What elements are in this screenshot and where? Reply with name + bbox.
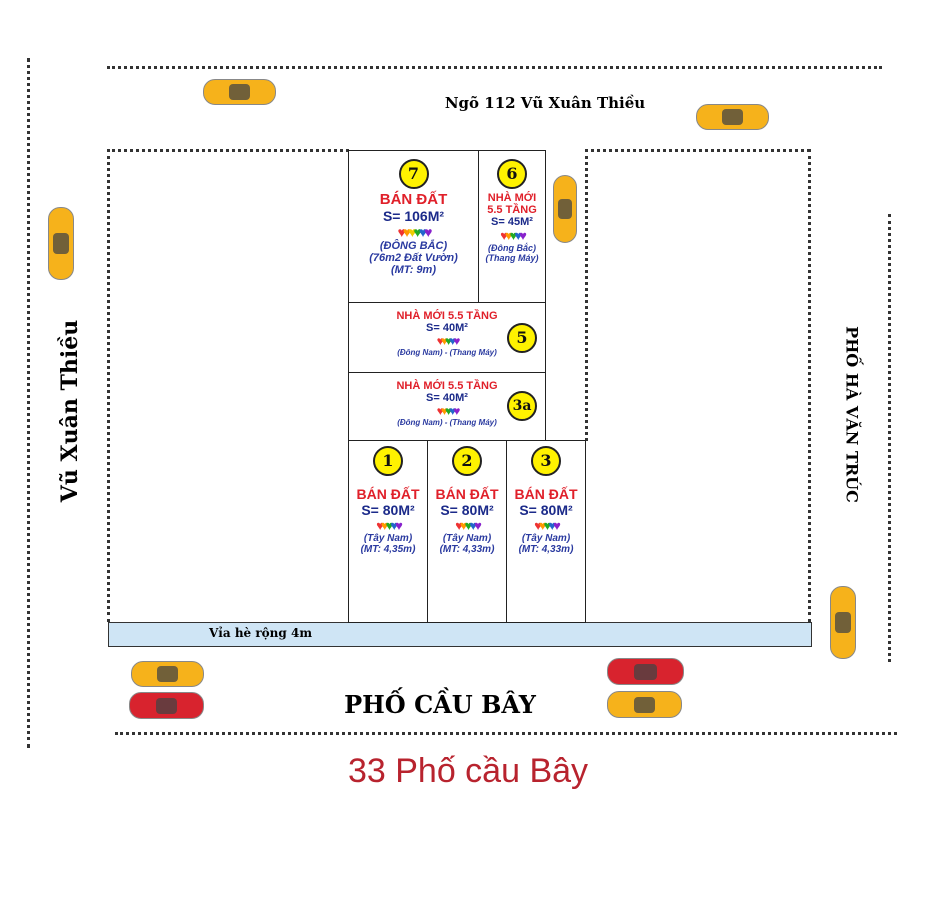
car-icon [129, 692, 204, 719]
street-bottom-label: PHỐ CẦU BÂY [344, 690, 536, 719]
lot-direction: (Đông Nam) - (Thang Máy) [397, 418, 497, 427]
lot-title: BÁN ĐẤT [514, 486, 578, 502]
sidewalk-label: Vỉa hè rộng 4m [209, 626, 313, 640]
lot-number-badge: 5 [507, 323, 537, 353]
street-right-label: PHỐ HÀ VĂN TRÚC [842, 326, 862, 503]
lot-3[interactable]: 3 BÁN ĐẤT S= 80M² ♥♥♥♥♥ (Tây Nam) (MT: 4… [506, 440, 586, 623]
car-icon [131, 661, 204, 687]
lot-7[interactable]: 7 BÁN ĐẤT S= 106M² ♥♥♥♥♥♥ (ĐÔNG BẮC) (76… [348, 150, 479, 303]
lot-number-badge: 3a [507, 391, 537, 421]
lot-1[interactable]: 1 BÁN ĐẤT S= 80M² ♥♥♥♥♥ (Tây Nam) (MT: 4… [348, 440, 428, 623]
lot-frontage: (MT: 4,35m) [360, 544, 416, 555]
boundary-line [27, 58, 30, 748]
hearts-icon: ♥♥♥♥♥ [436, 404, 461, 418]
car-icon [203, 79, 276, 105]
lot-number-badge: 6 [497, 159, 527, 189]
lot-area: S= 106M² [382, 208, 445, 224]
lot-title: BÁN ĐẤT [435, 486, 499, 502]
lot-direction: (Tây Nam) [521, 533, 571, 544]
lot-title: 5.5 TẦNG [487, 204, 537, 216]
lot-title: NHÀ MỚI [487, 192, 537, 204]
hearts-icon: ♥♥♥♥♥ [534, 518, 560, 533]
car-icon [607, 691, 682, 718]
street-top-label: Ngõ 112 Vũ Xuân Thiều [444, 94, 646, 112]
lot-area: S= 80M² [519, 502, 573, 518]
boundary-line [115, 732, 897, 735]
boundary-line [107, 66, 882, 69]
car-icon [48, 207, 74, 280]
boundary-line [585, 149, 810, 152]
lot-number-badge: 7 [398, 159, 429, 189]
car-icon [607, 658, 684, 685]
lot-area: S= 40M² [426, 322, 468, 334]
lot-frontage: (MT: 9m) [390, 264, 436, 276]
lot-direction: (ĐÔNG BẮC) [379, 240, 448, 252]
lot-title: NHÀ MỚI 5.5 TẦNG [396, 310, 498, 322]
sidewalk: Vỉa hè rộng 4m [108, 622, 812, 647]
lot-direction: (Tây Nam) [363, 533, 413, 544]
lot-2[interactable]: 2 BÁN ĐẤT S= 80M² ♥♥♥♥♥ (Tây Nam) (MT: 4… [427, 440, 507, 623]
lot-direction: (Đông Nam) - (Thang Máy) [397, 348, 497, 357]
hearts-icon: ♥♥♥♥♥ [500, 228, 526, 243]
hearts-icon: ♥♥♥♥♥ [376, 518, 402, 533]
lot-note: (Thang Máy) [485, 253, 539, 263]
car-icon [553, 175, 577, 243]
hearts-icon: ♥♥♥♥♥ [436, 334, 461, 348]
lot-title: BÁN ĐẤT [379, 191, 448, 208]
lot-title: NHÀ MỚI 5.5 TẦNG [396, 380, 498, 392]
lot-area: S= 45M² [491, 216, 533, 228]
lot-area: S= 80M² [440, 502, 494, 518]
lot-5[interactable]: NHÀ MỚI 5.5 TẦNG S= 40M² ♥♥♥♥♥ (Đông Nam… [348, 302, 546, 373]
boundary-line [808, 149, 811, 622]
hearts-icon: ♥♥♥♥♥ [455, 518, 481, 533]
address-label: 33 Phố cầu Bây [347, 752, 589, 790]
lot-direction: (Đông Bắc) [488, 243, 536, 253]
lot-title: BÁN ĐẤT [356, 486, 420, 502]
car-icon [830, 586, 856, 659]
lot-frontage: (MT: 4,33m) [518, 544, 574, 555]
lot-number-badge: 3 [531, 446, 561, 476]
boundary-line [585, 149, 588, 441]
lot-3a[interactable]: NHÀ MỚI 5.5 TẦNG S= 40M² ♥♥♥♥♥ (Đông Nam… [348, 372, 546, 441]
boundary-line [107, 149, 110, 622]
lot-note: (76m2 Đất Vườn) [369, 252, 458, 264]
lot-frontage: (MT: 4,33m) [439, 544, 495, 555]
lot-number-badge: 2 [452, 446, 482, 476]
car-icon [696, 104, 769, 130]
lot-area: S= 40M² [426, 392, 468, 404]
boundary-line [888, 214, 891, 662]
lot-area: S= 80M² [361, 502, 415, 518]
lot-6[interactable]: 6 NHÀ MỚI 5.5 TẦNG S= 45M² ♥♥♥♥♥ (Đông B… [478, 150, 546, 303]
lot-direction: (Tây Nam) [442, 533, 492, 544]
boundary-line [107, 149, 349, 152]
hearts-icon: ♥♥♥♥♥♥ [397, 224, 433, 240]
street-left-label: Vũ Xuân Thiều [57, 319, 83, 503]
lot-number-badge: 1 [373, 446, 403, 476]
